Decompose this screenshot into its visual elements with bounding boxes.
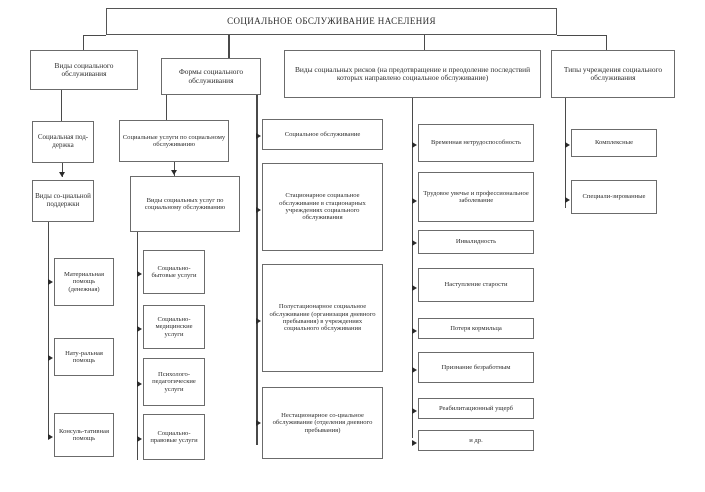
spine-col3 (256, 95, 258, 445)
node-poterya-kormiltsa: Потеря кормильца (418, 318, 534, 339)
node-label: Консуль-тативная помощь (59, 427, 109, 442)
node-konsultativnaya-pomoshch: Консуль-тативная помощь (54, 413, 114, 457)
diagram-title-box: СОЦИАЛЬНОЕ ОБСЛУЖИВАНИЕ НАСЕЛЕНИЯ (106, 8, 557, 35)
arrow-col4-leaf-6 (412, 408, 417, 414)
node-nastuplenie-starosti: Наступление старости (418, 268, 534, 302)
arrow-col4-leaf-0 (412, 142, 417, 148)
node-vidy-socialnoy-podderzhki: Виды со-циальной поддержки (32, 180, 94, 222)
node-stacionarnoe-obsluzhivanie: Стационарное социальное обслуживание в с… (262, 163, 383, 251)
node-label: Стационарное социальное обслуживание в с… (279, 192, 366, 222)
node-label: Комплексные (594, 139, 633, 147)
node-label: Инвалидность (455, 238, 497, 246)
arrow-col3-leaf-0 (256, 133, 261, 139)
node-label: Виды социальных рисков (на предотвращени… (294, 64, 531, 82)
node-vidy-socialnyh-uslug: Виды социальных услуг по социальному обс… (130, 176, 240, 232)
node-label: Социально-медицинские услуги (155, 315, 193, 338)
arrow-col5-leaf-1 (565, 197, 570, 203)
node-nestacionarnoe-obsluzhivanie: Нестационарное со-циальное обслуживание … (262, 387, 383, 459)
node-socialno-pravovye: Социально-правовые услуги (143, 414, 205, 460)
spine-col5 (565, 98, 566, 208)
node-socialno-bytovye: Социально-бытовые услуги (143, 250, 205, 294)
node-label: Материальная помощь (денежная) (63, 270, 105, 293)
arrow-col3-leaf-3 (256, 420, 261, 426)
node-label: Социальные услуги по социальному обслужи… (122, 133, 226, 148)
arrow-col4-leaf-7 (412, 440, 417, 446)
node-label: Полустационарное социальное обслуживание… (269, 303, 376, 333)
arrow-col3-leaf-1 (256, 207, 261, 213)
node-socialnye-uslugi: Социальные услуги по социальному обслужи… (119, 120, 229, 162)
connector-col1-h1-h2 (62, 163, 63, 177)
arrow-col2-leaf-1 (137, 326, 142, 332)
node-kompleksnye: Комплексные (571, 129, 657, 157)
node-label: Нату-ральная помощь (65, 349, 103, 364)
arrow-col5-leaf-0 (565, 142, 570, 148)
node-label: Социальная под-держка (37, 133, 89, 149)
connector-title-left-run (83, 35, 106, 36)
connector-col2-h1-h2 (174, 162, 175, 176)
node-i-dr: и др. (418, 430, 534, 451)
node-label: Психолого-педагогические услуги (152, 370, 196, 393)
node-tipy-uchrezhdeniya: Типы учреждения социального обслуживания (551, 50, 675, 98)
arrow-col4-leaf-5 (412, 367, 417, 373)
node-priznanie-bezrabotnym: Признание безработным (418, 352, 534, 383)
arrow-col2-leaf-0 (137, 271, 142, 277)
node-socialno-medicinskie: Социально-медицинские услуги (143, 305, 205, 349)
node-label: и др. (469, 436, 483, 444)
node-polustacionarnoe-obsluzhivanie: Полустационарное социальное обслуживание… (262, 264, 383, 372)
arrow-col4-leaf-4 (412, 328, 417, 334)
connector-title-to-col1 (83, 35, 84, 51)
spine-col2 (166, 95, 167, 121)
node-reabilitacionnyy-ushcherb: Реабилитационный ущерб (418, 398, 534, 419)
arrow-col4-leaf-1 (412, 198, 417, 204)
spine-col1 (61, 90, 62, 122)
node-vremennaya-netrudosposobnost: Временная нетрудоспособность (418, 124, 534, 162)
arrow-col1-down (59, 172, 65, 177)
node-label: Социально-бытовые услуги (151, 264, 197, 279)
node-label: Формы социального обслуживания (178, 67, 244, 85)
node-label: Реабилитационный ущерб (438, 404, 514, 412)
arrow-col4-leaf-2 (412, 240, 417, 246)
node-label: Виды социального обслуживания (54, 60, 114, 78)
connector-title-to-col3 (424, 35, 425, 51)
node-label: Социальное обслуживание (284, 130, 361, 138)
arrow-col1-leaf-0 (48, 279, 53, 285)
node-socialnoe-obsluzhivanie: Социальное обслуживание (262, 119, 383, 150)
node-materialnaya-pomoshch: Материальная помощь (денежная) (54, 258, 114, 306)
node-invalidnost: Инвалидность (418, 230, 534, 254)
node-formy-soc-obsluzhivaniya: Формы социального обслуживания (161, 58, 261, 95)
arrow-col2-leaf-2 (137, 381, 142, 387)
spine-col1-leaves (48, 222, 49, 438)
arrow-col3-leaf-2 (256, 318, 261, 324)
node-label: Типы учреждения социального обслуживания (563, 64, 663, 82)
connector-title-to-col5 (606, 35, 607, 51)
node-label: Виды социальных услуг по социальному обс… (144, 196, 226, 211)
node-psihologo-pedagogicheskie: Психолого-педагогические услуги (143, 358, 205, 406)
node-vidy-soc-riskov: Виды социальных рисков (на предотвращени… (284, 50, 541, 98)
node-label: Нестационарное со-циальное обслуживание … (272, 411, 373, 434)
arrow-col1-leaf-1 (48, 355, 53, 361)
node-label: Признание безработным (441, 363, 511, 371)
node-label: Социально-правовые услуги (150, 429, 198, 444)
node-label: Виды со-циальной поддержки (35, 192, 91, 208)
node-socialnaya-podderzhka: Социальная под-держка (32, 121, 94, 163)
arrow-col4-leaf-3 (412, 285, 417, 291)
spine-col4 (412, 98, 413, 438)
node-label: Наступление старости (444, 281, 508, 289)
connector-title-to-col2 (228, 35, 230, 59)
node-naturalnaya-pomoshch: Нату-ральная помощь (54, 338, 114, 376)
arrow-col1-leaf-2 (48, 434, 53, 440)
node-label: Потеря кормильца (450, 324, 502, 332)
connector-title-right-run (557, 35, 607, 36)
node-specializirovannye: Специали-зированные (571, 180, 657, 214)
arrow-col2-leaf-3 (137, 436, 142, 442)
node-label: Специали-зированные (582, 193, 646, 201)
node-label: Временная нетрудоспособность (430, 139, 521, 147)
diagram-title: СОЦИАЛЬНОЕ ОБСЛУЖИВАНИЕ НАСЕЛЕНИЯ (227, 16, 436, 27)
node-label: Трудовое увечье и профессиональное забол… (423, 189, 529, 204)
spine-col2-leaves (137, 232, 138, 460)
node-trudovoe-uvechye: Трудовое увечье и профессиональное забол… (418, 172, 534, 222)
node-vidy-soc-obsluzhivaniya: Виды социального обслуживания (30, 50, 138, 90)
arrow-col2-down (171, 170, 177, 175)
